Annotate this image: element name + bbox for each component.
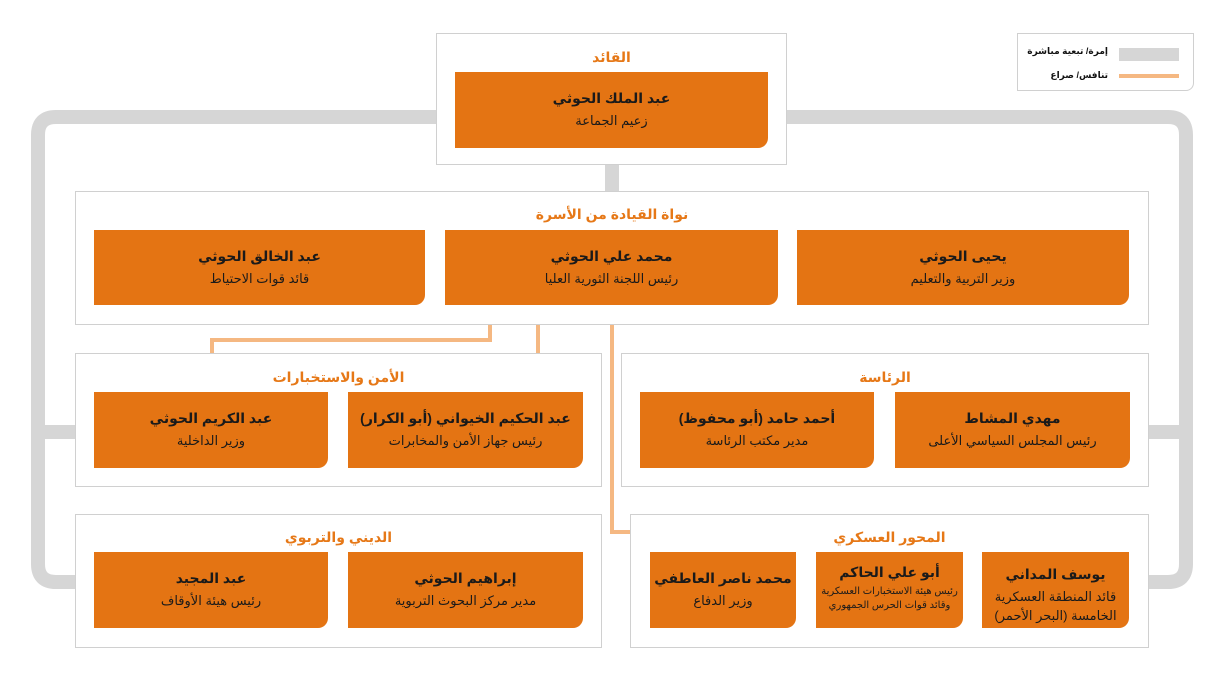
card-role: رئيس هيئة الأوقاف bbox=[160, 593, 262, 608]
card-name: عبد الحكيم الخيواني (أبو الكرار) bbox=[360, 410, 571, 426]
military-card-hakim: أبو علي الحاكم رئيس هيئة الاستخبارات الع… bbox=[816, 552, 963, 628]
card-name: إبراهيم الحوثي bbox=[414, 570, 517, 586]
legend-rivalry-swatch bbox=[1119, 74, 1179, 78]
legend-direct-swatch bbox=[1119, 48, 1179, 61]
card-role: رئيس جهاز الأمن والمخابرات bbox=[388, 433, 543, 448]
card-role: وزير الدفاع bbox=[693, 593, 753, 608]
card-name: عبد المجيد bbox=[175, 570, 247, 586]
security-panel-title: الأمن والاستخبارات bbox=[272, 369, 405, 385]
presidency-card-hamed: أحمد حامد (أبو محفوظ) مدير مكتب الرئاسة bbox=[640, 392, 874, 468]
card-name: محمد ناصر العاطفي bbox=[654, 570, 792, 586]
card-name: عبد الملك الحوثي bbox=[552, 90, 671, 106]
military-panel-title: المحور العسكري bbox=[833, 529, 946, 545]
card-name: عبد الكريم الحوثي bbox=[149, 410, 273, 426]
legend: إمرة/ تبعية مباشرة تنافس/ صراع bbox=[1017, 33, 1194, 91]
card-name: مهدي المشاط bbox=[964, 410, 1061, 426]
card-name: يوسف المداني bbox=[1005, 566, 1106, 582]
card-role: رئيس المجلس السياسي الأعلى bbox=[928, 433, 1097, 448]
core-card-abdulkhaliq: عبد الخالق الحوثي قائد قوات الاحتياط bbox=[94, 230, 425, 305]
card-role: قائد المنطقة العسكرية الخامسة (البحر الأ… bbox=[994, 589, 1117, 623]
card-role: وزير الداخلية bbox=[176, 433, 246, 448]
card-role: قائد قوات الاحتياط bbox=[209, 271, 310, 286]
card-role: رئيس هيئة الاستخبارات العسكرية وقائد قوا… bbox=[821, 586, 958, 611]
religious-card-ibrahim: إبراهيم الحوثي مدير مركز البحوث التربوية bbox=[348, 552, 583, 628]
card-role: زعيم الجماعة bbox=[575, 113, 648, 128]
security-card-khaywani: عبد الحكيم الخيواني (أبو الكرار) رئيس جه… bbox=[348, 392, 583, 468]
core-card-mohammed-ali: محمد علي الحوثي رئيس اللجنة الثورية العل… bbox=[445, 230, 778, 305]
military-card-atifi: محمد ناصر العاطفي وزير الدفاع bbox=[650, 552, 796, 628]
card-role: رئيس اللجنة الثورية العليا bbox=[544, 271, 679, 286]
card-name: عبد الخالق الحوثي bbox=[198, 248, 321, 264]
core-panel-title: نواة القيادة من الأسرة bbox=[535, 206, 689, 222]
card-name: محمد علي الحوثي bbox=[550, 248, 673, 264]
legend-direct-label: إمرة/ تبعية مباشرة bbox=[1027, 46, 1108, 56]
card-role: مدير مركز البحوث التربوية bbox=[394, 593, 537, 608]
legend-rivalry-label: تنافس/ صراع bbox=[1050, 70, 1108, 80]
core-card-yahya: يحيى الحوثي وزير التربية والتعليم bbox=[797, 230, 1129, 305]
security-card-abdulkarim: عبد الكريم الحوثي وزير الداخلية bbox=[94, 392, 328, 468]
military-card-madani: يوسف المداني قائد المنطقة العسكرية الخام… bbox=[982, 552, 1129, 628]
religious-panel-title: الديني والتربوي bbox=[284, 529, 393, 545]
card-name: أحمد حامد (أبو محفوظ) bbox=[678, 410, 836, 426]
card-role: مدير مكتب الرئاسة bbox=[705, 433, 809, 448]
card-name: يحيى الحوثي bbox=[919, 248, 1007, 264]
leader-card: عبد الملك الحوثي زعيم الجماعة bbox=[455, 72, 768, 148]
religious-card-abdulmajid: عبد المجيد رئيس هيئة الأوقاف bbox=[94, 552, 328, 628]
card-role: وزير التربية والتعليم bbox=[910, 271, 1016, 286]
card-name: أبو علي الحاكم bbox=[839, 564, 940, 580]
leader-panel-title: القائد bbox=[592, 49, 631, 65]
presidency-panel-title: الرئاسة bbox=[859, 369, 911, 385]
presidency-card-mashat: مهدي المشاط رئيس المجلس السياسي الأعلى bbox=[895, 392, 1130, 468]
